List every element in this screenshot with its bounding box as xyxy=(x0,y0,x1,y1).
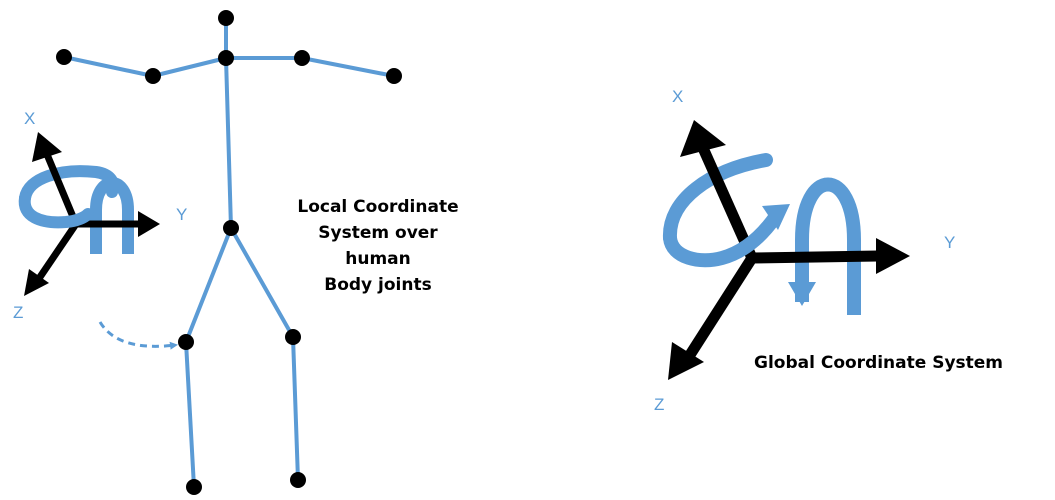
local-z-arrowhead xyxy=(24,269,49,296)
right-forearm-limb xyxy=(300,56,396,78)
local-caption-line-1: Local Coordinate xyxy=(297,197,459,217)
skeleton-joints xyxy=(56,10,402,495)
local-z-axis xyxy=(35,222,79,282)
right-shin-limb xyxy=(291,335,300,482)
global-coordinate-frame xyxy=(662,120,910,380)
global-coordinate-caption: Global Coordinate System xyxy=(754,353,1004,373)
local-x-rotation-ring-front xyxy=(18,192,94,229)
neck-joint xyxy=(218,50,234,66)
local-x-label: X xyxy=(24,109,35,128)
right-elbow-joint xyxy=(294,50,310,66)
left-upper-arm-limb xyxy=(151,56,228,78)
local-z-label: Z xyxy=(13,303,23,322)
local-caption-line-2: System over xyxy=(318,223,438,243)
left-shin-limb xyxy=(184,340,196,489)
global-z-arrowhead xyxy=(668,342,704,380)
left-forearm-limb xyxy=(62,55,155,78)
global-x-rotation-arrowhead xyxy=(762,204,790,230)
right-hand-joint xyxy=(386,68,402,84)
local-y-arrowhead xyxy=(138,211,160,237)
global-x-axis xyxy=(697,145,758,261)
right-knee-joint xyxy=(285,329,301,345)
global-x-arrowhead xyxy=(680,120,726,157)
left-thigh-limb xyxy=(184,226,233,344)
right-thigh-limb xyxy=(229,226,295,339)
left-knee-joint xyxy=(178,334,194,350)
global-y-label: Y xyxy=(944,233,955,252)
local-coordinate-frame xyxy=(18,132,160,296)
global-y-axis xyxy=(751,250,879,264)
global-x-label: X xyxy=(672,87,683,106)
global-x-rotation-ring-front xyxy=(663,209,783,268)
head-joint xyxy=(218,10,234,26)
left-hand-joint xyxy=(56,49,72,65)
global-x-rotation-ring-back xyxy=(662,153,773,245)
global-y-rotation-arrowhead xyxy=(788,282,816,306)
local-x-arrowhead xyxy=(32,132,62,162)
global-z-axis xyxy=(683,255,757,361)
left-elbow-joint xyxy=(145,68,161,84)
hip-joint xyxy=(223,220,239,236)
skeleton-limbs xyxy=(62,16,396,489)
human-skeleton xyxy=(56,10,402,495)
local-caption-line-4: Body joints xyxy=(324,275,432,295)
local-y-label: Y xyxy=(176,205,187,224)
spine-limb xyxy=(224,56,233,230)
local-coordinate-caption: Local Coordinate System over human Body … xyxy=(280,194,476,298)
left-foot-joint xyxy=(186,479,202,495)
global-z-label: Z xyxy=(654,395,664,414)
dashed-pointer-arrow xyxy=(98,321,178,350)
global-y-rotation-loop xyxy=(795,177,861,315)
global-y-arrowhead xyxy=(876,238,910,274)
local-y-rotation-loop xyxy=(90,177,134,254)
local-caption-line-3: human xyxy=(345,249,411,269)
right-foot-joint xyxy=(290,472,306,488)
local-x-axis xyxy=(42,150,80,226)
